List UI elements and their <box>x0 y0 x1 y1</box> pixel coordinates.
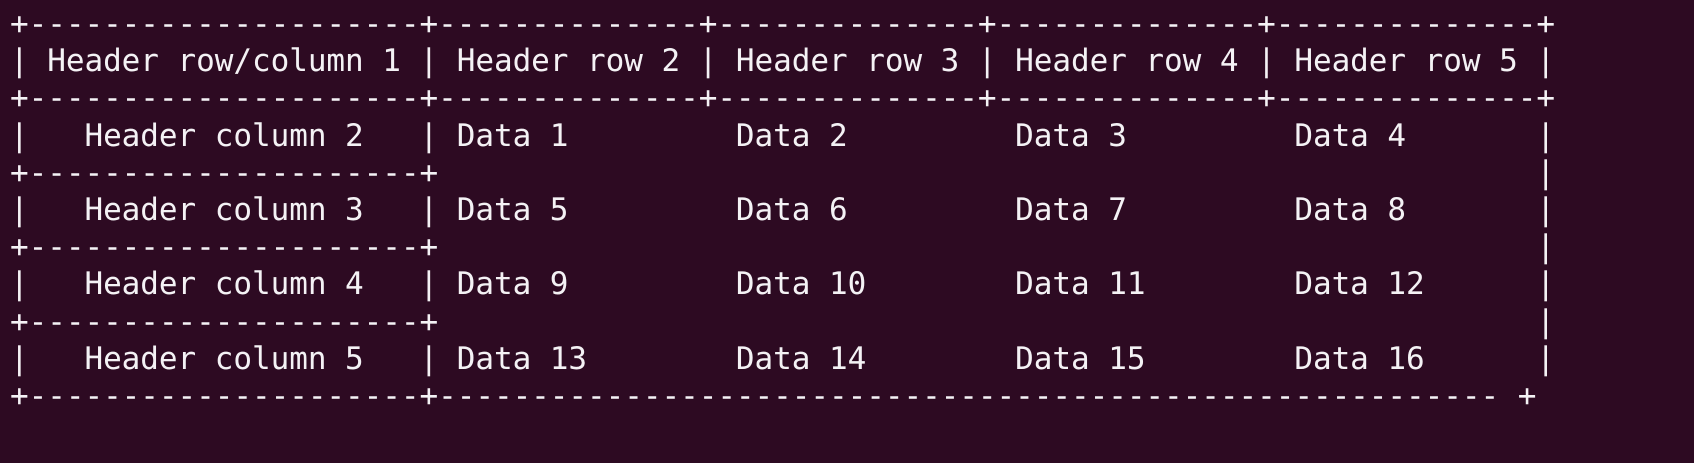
table-border-top: +---------------------+--------------+--… <box>10 6 1555 42</box>
ascii-table: +---------------------+--------------+--… <box>10 6 1555 415</box>
table-row-separator: +---------------------+ | <box>10 154 1555 191</box>
table-header-row: | Header row/column 1 | Header row 2 | H… <box>10 43 1555 80</box>
table-row: | Header column 5 | Data 13 Data 14 Data… <box>10 340 1555 377</box>
table-row: | Header column 3 | Data 5 Data 6 Data 7… <box>10 191 1555 228</box>
table-row-separator: +---------------------+ | <box>10 229 1555 266</box>
table-row: | Header column 2 | Data 1 Data 2 Data 3… <box>10 117 1555 154</box>
table-row-separator: +---------------------+ | <box>10 303 1555 340</box>
table-border-bottom: +---------------------+-----------------… <box>10 377 1537 414</box>
table-row: | Header column 4 | Data 9 Data 10 Data … <box>10 266 1555 303</box>
table-header-separator: +---------------------+--------------+--… <box>10 80 1555 117</box>
